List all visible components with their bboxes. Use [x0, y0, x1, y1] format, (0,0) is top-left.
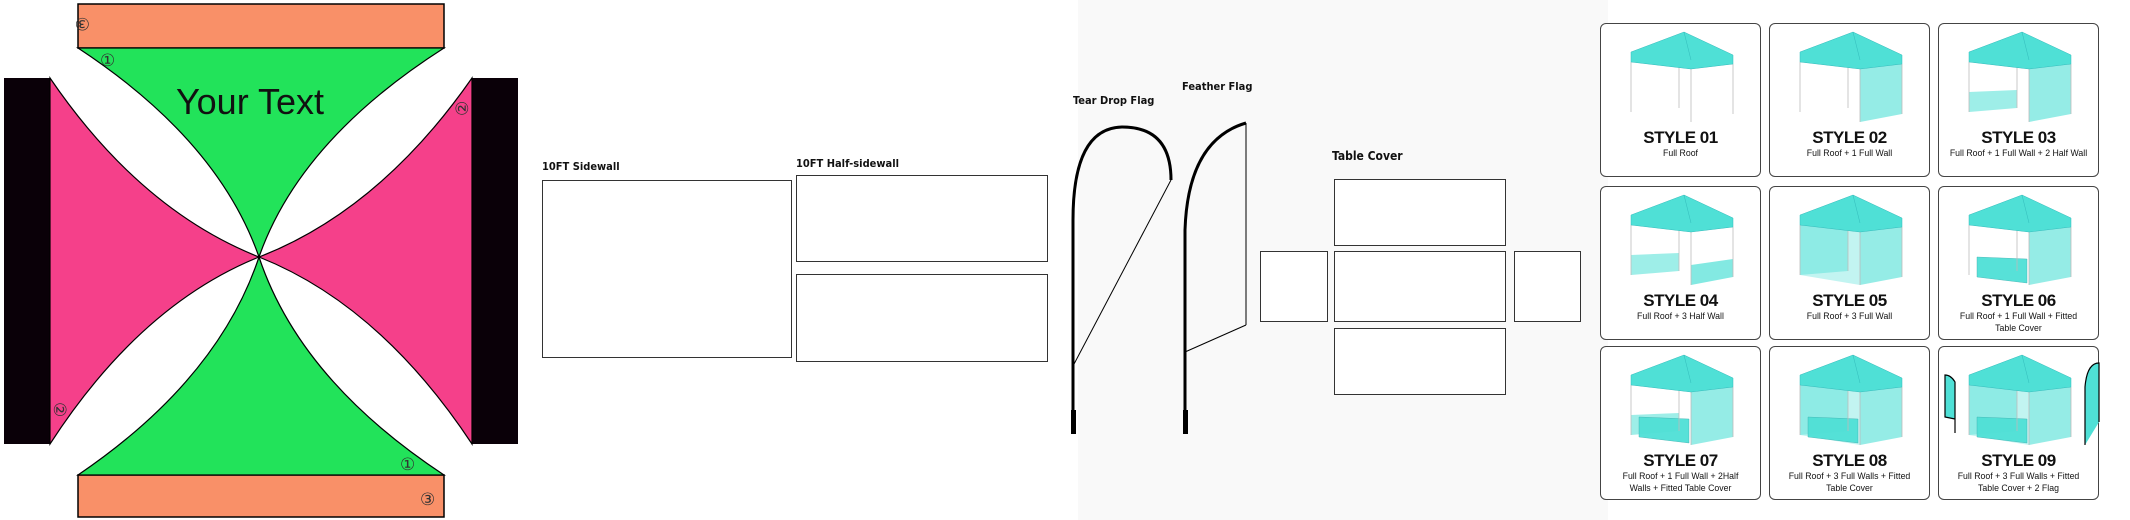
marker: ② [50, 402, 69, 417]
style-card[interactable]: STYLE 02 Full Roof + 1 Full Wall [1769, 23, 1930, 177]
flags-drawing [1071, 121, 1247, 434]
style-description: Full Roof [1663, 148, 1698, 159]
style-card[interactable]: STYLE 05 Full Roof + 3 Full Wall [1769, 186, 1930, 340]
valance-left [4, 78, 50, 444]
style-title: STYLE 06 [1981, 291, 2056, 310]
style-description: Full Roof + 1 Full Wall + 2 Half Wall [1949, 148, 2088, 159]
tent-illustration [1799, 354, 1903, 445]
marker: ① [400, 455, 415, 474]
feather-flag [1183, 121, 1247, 434]
style-card[interactable]: STYLE 07 Full Roof + 1 Full Wall + 2Half… [1600, 346, 1761, 500]
tent-illustration [1630, 194, 1734, 285]
teardrop-flag-label: Tear Drop Flag [1073, 94, 1155, 107]
style-title: STYLE 02 [1812, 128, 1887, 147]
style-description: Full Roof + 1 Full Wall + Fitted Table C… [1959, 311, 2078, 334]
style-description: Full Roof + 1 Full Wall + 2Half Walls + … [1622, 471, 1739, 494]
tent-illustration [1799, 31, 1903, 122]
style-description: Full Roof + 3 Half Wall [1637, 311, 1724, 322]
tent-illustration [1968, 31, 2072, 122]
style-card[interactable]: STYLE 06 Full Roof + 1 Full Wall + Fitte… [1938, 186, 2099, 340]
style-title: STYLE 04 [1643, 291, 1718, 310]
marker: ③ [75, 14, 90, 33]
style-card[interactable]: STYLE 09 Full Roof + 3 Full Walls + Fitt… [1938, 346, 2100, 500]
half-sidewall-template-1 [796, 175, 1048, 262]
style-description: Full Roof + 3 Full Wall [1806, 311, 1893, 322]
style-title: STYLE 09 [1981, 451, 2056, 470]
valance-right [472, 78, 518, 444]
valance-bottom [77, 474, 445, 518]
style-description: Full Roof + 1 Full Wall [1806, 148, 1893, 159]
half-sidewall-template-2 [796, 274, 1048, 362]
table-cover-front [1334, 328, 1506, 395]
canopy-template: Your Text ③ ① ② ② ① ③ [4, 3, 518, 518]
half-sidewall-label: 10FT Half-sidewall [796, 157, 899, 170]
tent-illustration [1630, 31, 1734, 122]
sidewall-template [542, 180, 792, 358]
style-title: STYLE 07 [1643, 451, 1718, 470]
your-text: Your Text [176, 81, 324, 122]
style-description: Full Roof + 3 Full Walls + Fitted Table … [1957, 471, 2080, 494]
style-card[interactable]: STYLE 01 Full Roof [1600, 23, 1761, 177]
tent-illustration [1968, 194, 2072, 285]
tent-illustration [1799, 194, 1903, 285]
marker: ③ [420, 490, 435, 509]
style-card[interactable]: STYLE 08 Full Roof + 3 Full Walls + Fitt… [1769, 346, 1930, 500]
marker: ② [453, 101, 472, 116]
style-title: STYLE 03 [1981, 128, 2056, 147]
sidewall-label: 10FT Sidewall [542, 160, 620, 173]
teardrop-flag [1071, 125, 1173, 434]
table-cover-right [1514, 251, 1581, 322]
table-cover-label: Table Cover [1332, 149, 1403, 163]
style-description: Full Roof + 3 Full Walls + Fitted Table … [1788, 471, 1911, 494]
style-card[interactable]: STYLE 04 Full Roof + 3 Half Wall [1600, 186, 1761, 340]
style-title: STYLE 08 [1812, 451, 1887, 470]
table-cover-left [1260, 251, 1328, 322]
style-card[interactable]: STYLE 03 Full Roof + 1 Full Wall + 2 Hal… [1938, 23, 2099, 177]
style-title: STYLE 05 [1812, 291, 1887, 310]
roof-panel-right [257, 76, 473, 446]
table-cover-top [1334, 251, 1506, 322]
valance-top [77, 3, 445, 49]
tent-illustration [1944, 354, 2100, 445]
marker: ① [100, 51, 115, 70]
tent-illustration [1630, 354, 1734, 445]
feather-flag-label: Feather Flag [1182, 80, 1253, 93]
table-cover-back [1334, 179, 1506, 246]
style-title: STYLE 01 [1643, 128, 1718, 147]
